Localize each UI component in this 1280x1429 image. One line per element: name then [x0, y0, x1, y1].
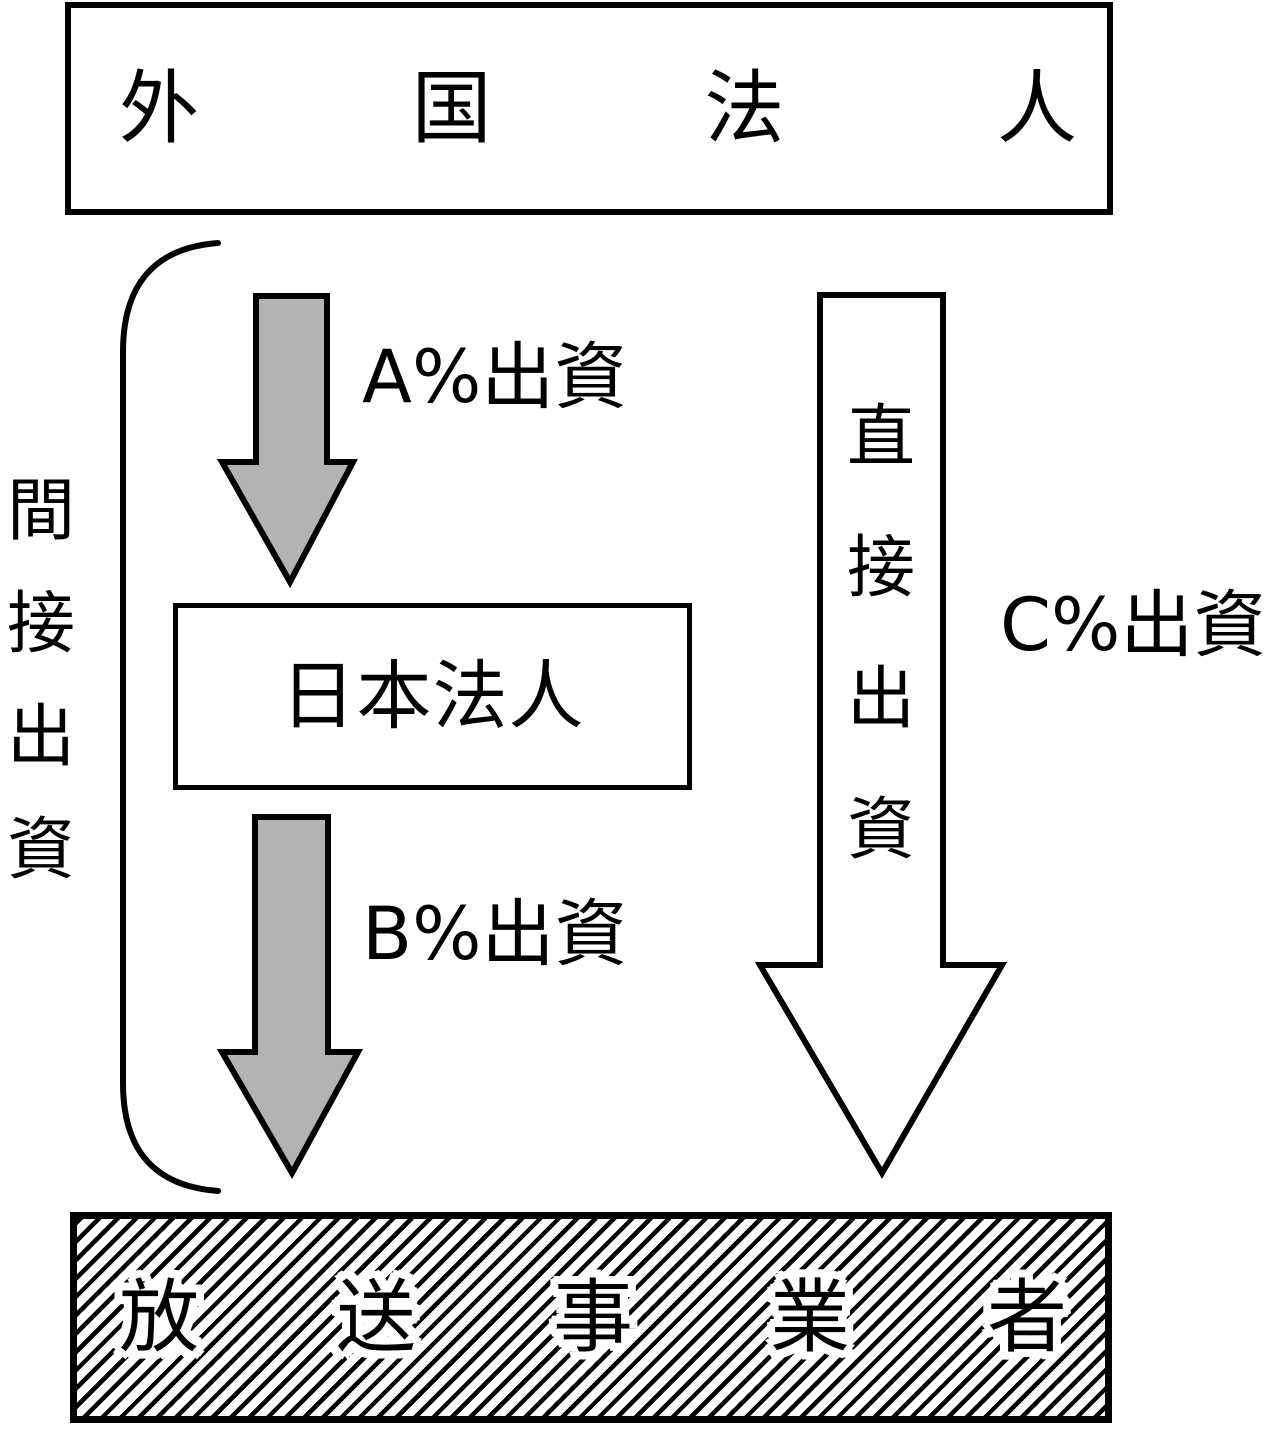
foreign-corporation-box: 外 国 法 人	[65, 2, 1113, 215]
direct-investment-label: 直 接 出 資	[843, 372, 919, 896]
foreign-corporation-char: 外	[119, 61, 199, 155]
broadcaster-char: 業	[770, 1270, 850, 1364]
broadcaster-char: 送	[336, 1270, 416, 1364]
indirect-investment-char: 間	[6, 472, 75, 551]
japanese-corporation-box: 日本法人	[173, 603, 692, 790]
arrow-a-down	[216, 293, 358, 589]
indirect-investment-char: 資	[6, 811, 75, 890]
arrow-c-label: C%出資	[1000, 583, 1267, 668]
indirect-investment-label: 間 接 出 資	[2, 455, 80, 907]
foreign-corporation-char: 法	[704, 61, 785, 155]
arrow-b-down	[216, 814, 364, 1180]
arrow-a-label: A%出資	[362, 335, 628, 420]
foreign-corporation-char: 人	[996, 61, 1077, 155]
arrow-c-direct-down	[754, 292, 1008, 1179]
indirect-investment-char: 出	[6, 698, 75, 777]
broadcaster-char: 事	[553, 1270, 633, 1364]
arrow-b-label: B%出資	[362, 892, 628, 977]
broadcaster-box: 放 送 事 業 者	[70, 1212, 1112, 1423]
direct-investment-char: 直	[846, 398, 915, 477]
direct-investment-char: 接	[846, 529, 915, 608]
broadcaster-char: 者	[987, 1270, 1067, 1364]
direct-investment-char: 出	[846, 660, 915, 739]
japanese-corporation-label: 日本法人	[280, 652, 585, 740]
indirect-investment-brace	[120, 240, 221, 1194]
foreign-corporation-char: 国	[411, 61, 492, 155]
broadcaster-char: 放	[119, 1270, 199, 1364]
indirect-investment-char: 接	[6, 585, 75, 664]
direct-investment-char: 資	[846, 791, 915, 870]
